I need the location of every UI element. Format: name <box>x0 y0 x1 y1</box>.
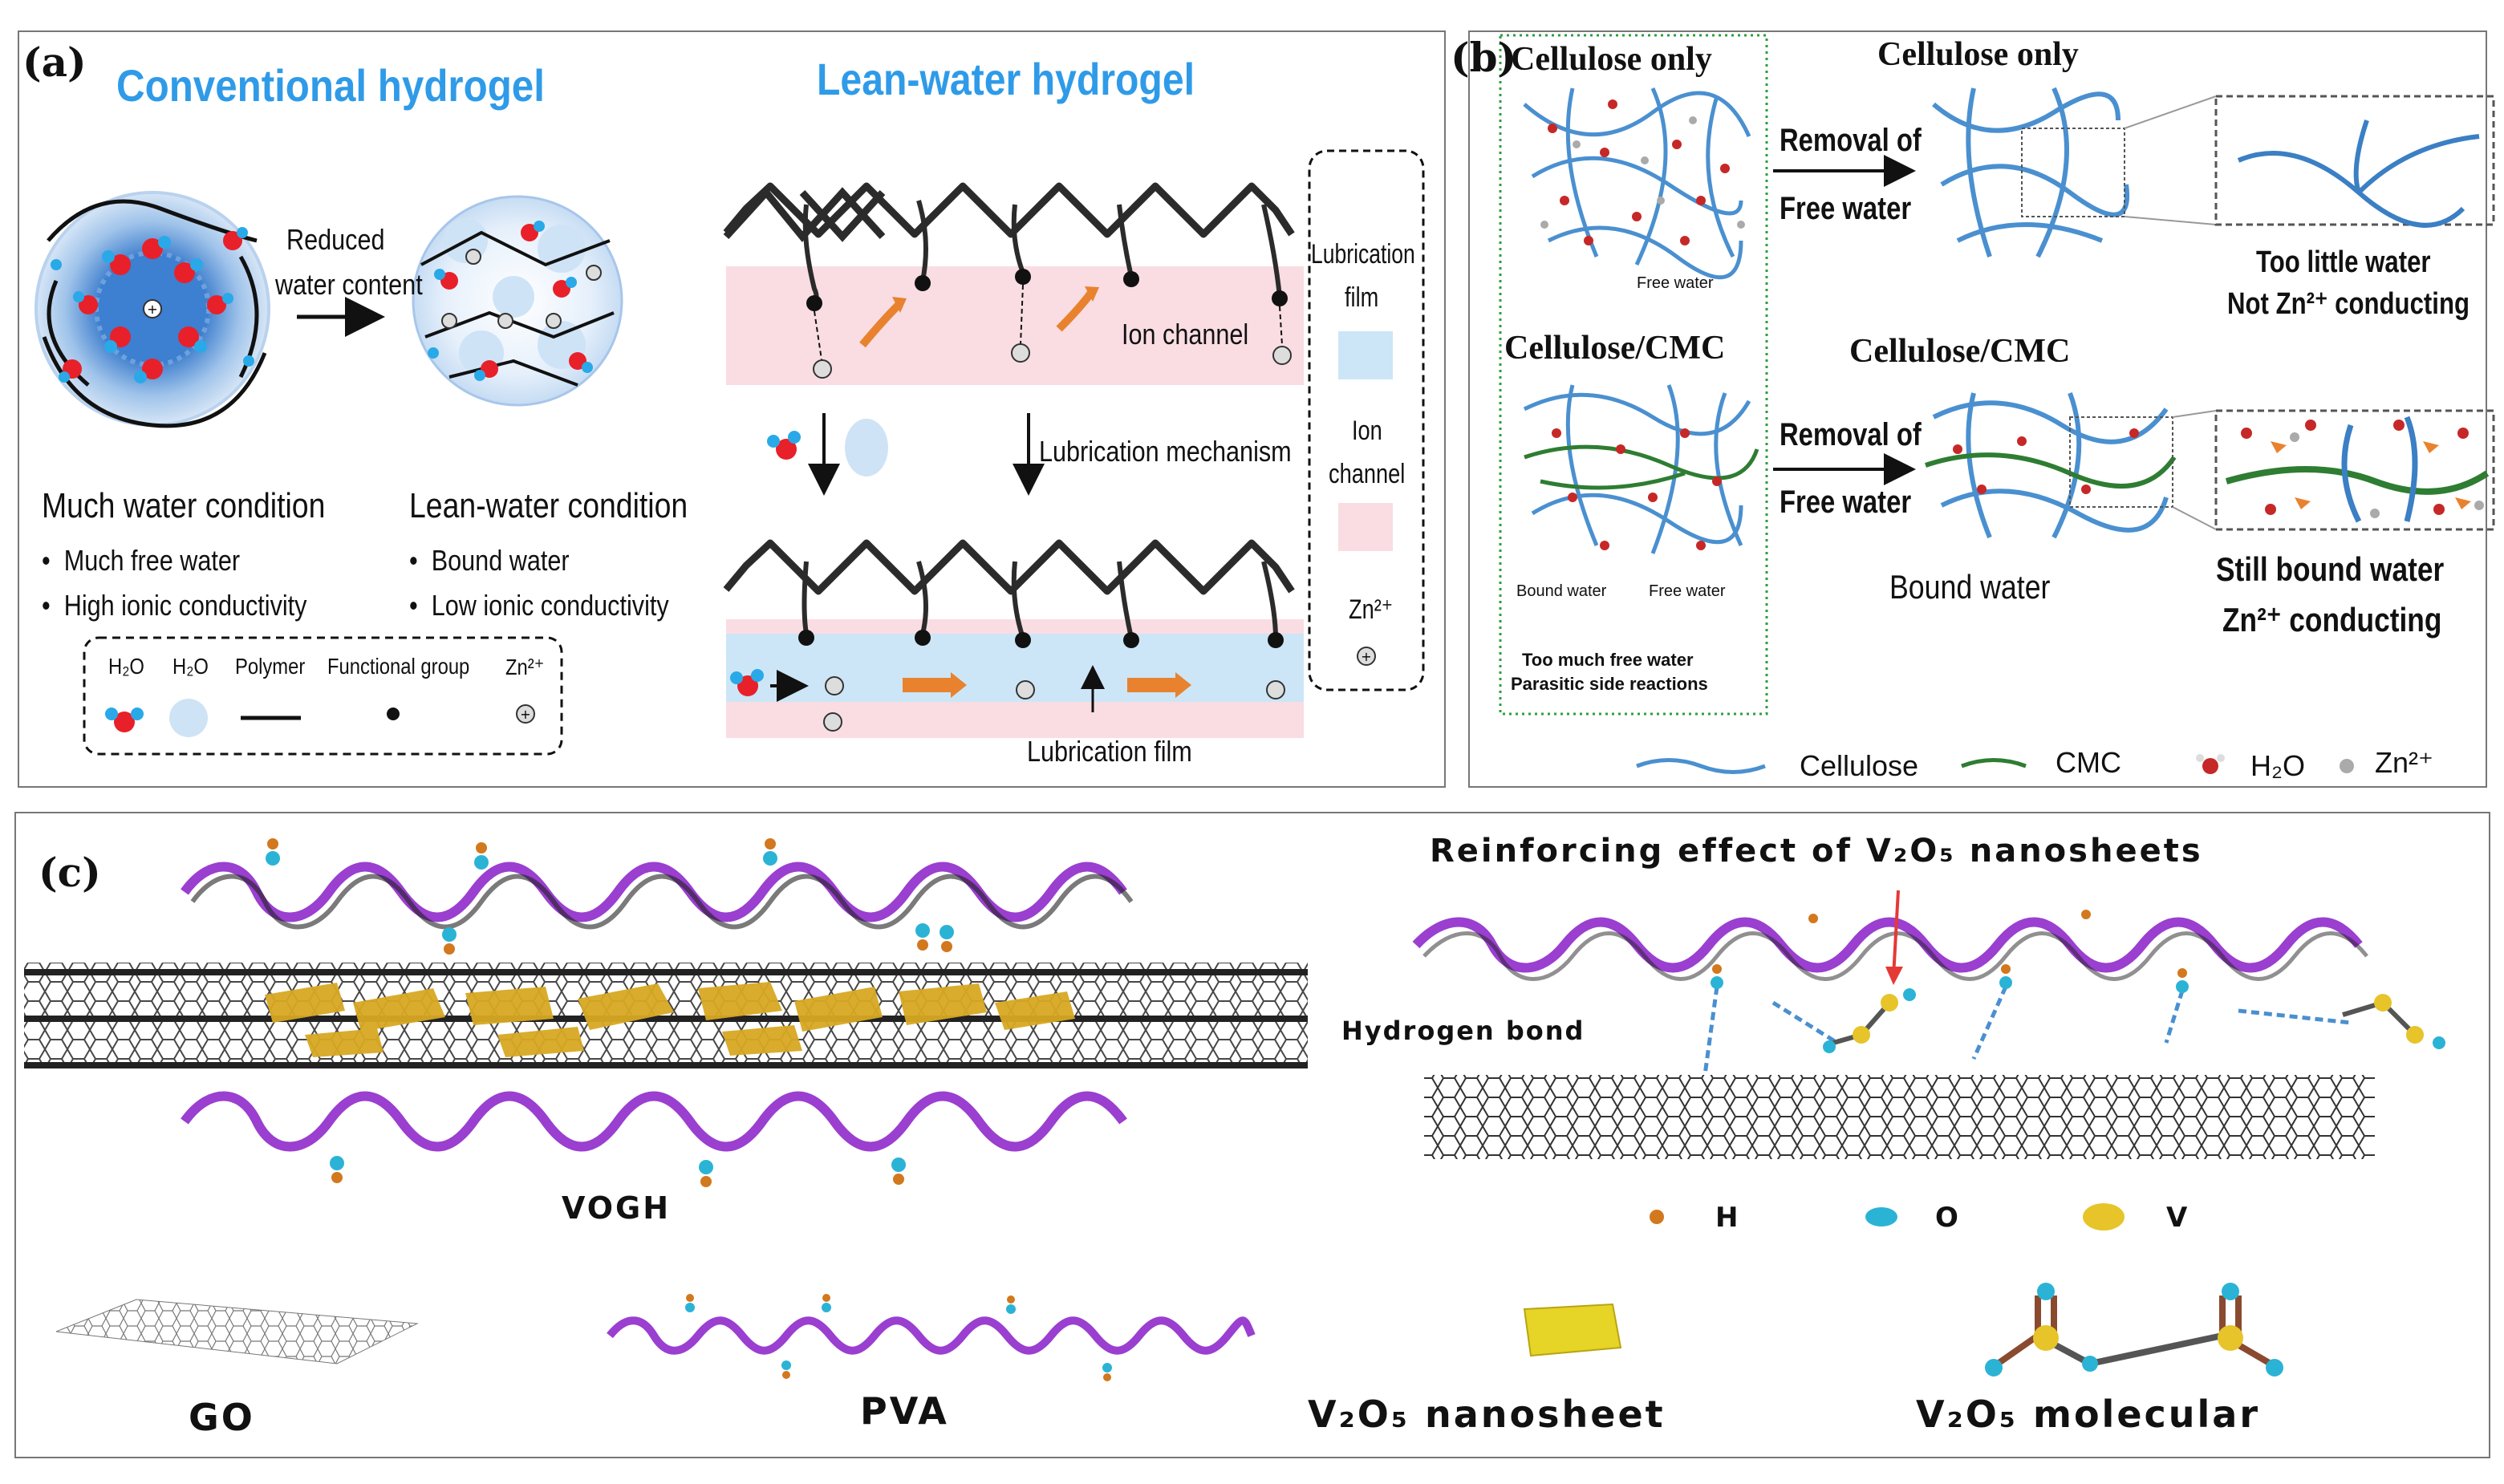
removal-label-3: Removal of <box>1780 417 1922 452</box>
lean-water-hydrogel-title: Lean-water hydrogel <box>817 54 1195 104</box>
legend-cmc-icon <box>1961 758 2027 768</box>
arrow-label-water-content: water content <box>275 268 423 301</box>
go-label: GO <box>189 1396 255 1439</box>
atom-legend-h: H <box>1715 1202 1741 1234</box>
much-water-bullet-2: • High ionic conductivity <box>42 589 307 622</box>
v2o5-nanosheet-icon <box>1523 1303 1622 1357</box>
legend-cellulose-icon <box>1636 758 1766 774</box>
removal-label-4: Free water <box>1780 485 1912 520</box>
conventional-hydrogel-graphic: + <box>34 191 270 428</box>
panel-b-top-left-title: Cellulose only <box>1511 41 1712 78</box>
legend-cellulose-label: Cellulose <box>1800 749 1919 782</box>
lean-water-mechanism-graphic <box>723 182 1304 738</box>
side-legend-zn: Zn²⁺ <box>1349 594 1394 625</box>
cellulose-cmc-network-left <box>1523 384 1759 554</box>
lean-water-hydrogel-graphic <box>412 195 623 407</box>
v2o5-molecular-icon <box>1985 1283 2283 1377</box>
atom-legend-o: O <box>1935 1202 1961 1234</box>
zn-conducting: Zn²⁺ conducting <box>2222 601 2442 639</box>
cellulose-only-network-free-water <box>1523 87 1751 280</box>
svg-text:+: + <box>147 302 157 317</box>
lean-water-heading: Lean-water condition <box>409 486 688 525</box>
atom-legend-h-icon <box>1650 1210 1664 1224</box>
too-much-free-water: Too much free water <box>1522 650 1694 670</box>
pva-label: PVA <box>860 1389 949 1433</box>
side-legend-lubrication-swatch <box>1338 331 1393 379</box>
legend-h2o-molecule-icon <box>105 708 144 732</box>
panel-b-mid-left-title: Cellulose/CMC <box>1504 330 1726 367</box>
much-water-heading: Much water condition <box>42 486 326 525</box>
removal-label-1: Removal of <box>1780 123 1922 158</box>
free-water-molecules-top <box>1540 99 1745 245</box>
bound-water-small: Bound water <box>1516 582 1607 600</box>
pva-chain-icon <box>607 1294 1256 1381</box>
legend-polymer-label: Polymer <box>235 654 306 679</box>
legend-h2o-label-2: H₂O <box>172 654 209 679</box>
go-sheet-icon <box>55 1299 419 1364</box>
legend-h2o-bubble-icon <box>169 699 208 737</box>
side-legend-ion-2: channel <box>1329 459 1406 489</box>
conventional-hydrogel-title: Conventional hydrogel <box>116 60 545 111</box>
panel-a-letter: (a) <box>22 39 87 86</box>
reinforcing-title: Reinforcing effect of V₂O₅ nanosheets <box>1430 833 2203 870</box>
svg-text:+: + <box>520 707 530 722</box>
panel-b-letter: (b) <box>1451 34 1517 81</box>
atom-legend-v: V <box>2166 1202 2190 1234</box>
panel-b-top-right-title: Cellulose only <box>1877 36 2079 73</box>
atom-legend-o-icon <box>1865 1207 1897 1227</box>
still-bound-water: Still bound water <box>2216 550 2445 588</box>
legend-zn-label-b: Zn²⁺ <box>2375 746 2434 779</box>
lubrication-mechanism-label: Lubrication mechanism <box>1039 435 1292 468</box>
cellulose-cmc-network-right <box>1925 391 2177 539</box>
lean-water-bullet-1: • Bound water <box>409 544 570 577</box>
svg-text:+: + <box>1361 649 1371 664</box>
legend-zn-icon: + <box>516 704 535 724</box>
removal-label-2: Free water <box>1780 191 1912 226</box>
v2o5-molecular-label: V₂O₅ molecular <box>1916 1393 2261 1436</box>
panel-b-mid-right-title: Cellulose/CMC <box>1849 333 2071 370</box>
cellulose-zoom-top <box>2237 120 2480 228</box>
hydrogen-bond-label: Hydrogen bond <box>1341 1016 1585 1046</box>
cellulose-cmc-zoom <box>2225 416 2490 523</box>
v2o5-nanosheet-label: V₂O₅ nanosheet <box>1308 1393 1666 1436</box>
panel-c-letter: (c) <box>39 849 101 896</box>
legend-functional-group-icon <box>387 708 400 720</box>
legend-zn-label: Zn²⁺ <box>505 655 545 679</box>
side-legend-lubrication-1: Lubrication <box>1311 239 1415 270</box>
not-zn-conducting: Not Zn²⁺ conducting <box>2227 287 2470 321</box>
legend-h2o-label-1: H₂O <box>108 654 144 679</box>
parasitic-side-reactions: Parasitic side reactions <box>1511 674 1708 694</box>
cellulose-only-network-dried <box>1932 87 2130 258</box>
legend-h2o-icon-b <box>2196 754 2225 774</box>
too-little-water: Too little water <box>2256 245 2431 279</box>
free-water-small-2: Free water <box>1649 582 1726 600</box>
atom-legend-v-icon <box>2083 1203 2125 1231</box>
vogh-structure <box>24 838 1308 1187</box>
vogh-label: VOGH <box>562 1190 672 1226</box>
much-water-bullet-1: • Much free water <box>42 544 241 577</box>
bound-water-label: Bound water <box>1889 568 2051 606</box>
legend-cmc-label: CMC <box>2056 746 2121 779</box>
reinforcing-effect-structure <box>1412 890 2445 1159</box>
side-legend-ion-1: Ion <box>1352 416 1382 446</box>
side-legend-ion-channel-swatch <box>1338 503 1393 551</box>
lean-water-bullet-2: • Low ionic conductivity <box>409 589 669 622</box>
legend-h2o-label-b: H₂O <box>2250 749 2305 782</box>
legend-zn-icon-b <box>2340 759 2354 773</box>
arrow-label-reduced: Reduced <box>286 223 385 256</box>
free-water-small-top: Free water <box>1637 274 1714 292</box>
ion-channel-label: Ion channel <box>1122 318 1249 351</box>
side-legend-lubrication-2: film <box>1345 282 1379 313</box>
legend-functional-group-label: Functional group <box>327 654 470 679</box>
side-legend-zn-icon: + <box>1357 647 1376 666</box>
lubrication-film-label: Lubrication film <box>1027 735 1192 768</box>
